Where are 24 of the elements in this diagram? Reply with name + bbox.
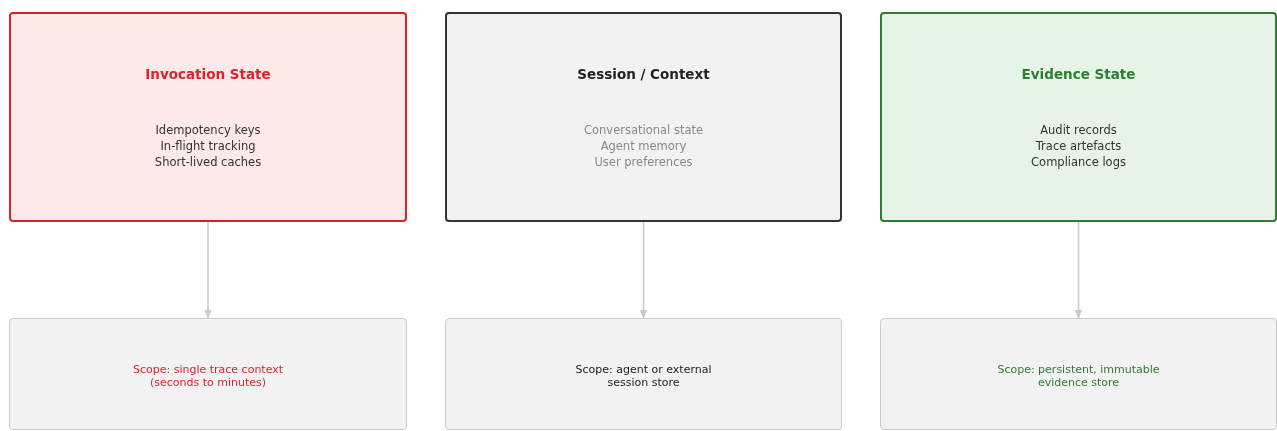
arrow [1074, 221, 1083, 319]
list-item: Short-lived caches [153, 154, 263, 170]
list-item: In-flight tracking [159, 138, 257, 154]
card-title: Invocation State [144, 66, 272, 82]
arrow [204, 221, 212, 319]
list-item: Conversational state [582, 122, 705, 138]
arrow [639, 221, 648, 319]
list-item: Compliance logs [1030, 154, 1127, 170]
list-item: Agent memory [599, 138, 688, 154]
card-title: Evidence State [1020, 66, 1137, 82]
state-card [9, 12, 407, 222]
state-card [880, 12, 1277, 222]
list-item: Audit records [1039, 122, 1118, 138]
scope-card [445, 318, 842, 430]
scope-text: Scope: agent or external session store [574, 363, 713, 389]
scope-text: Scope: persistent, immutable evidence store [996, 363, 1161, 389]
list-item: Trace artefacts [1034, 138, 1123, 154]
scope-text: Scope: single trace context (seconds to minutes) [131, 363, 285, 389]
scope-card [9, 318, 407, 430]
scope-card [880, 318, 1277, 430]
list-item: User preferences [593, 154, 694, 170]
card-title: Session / Context [576, 66, 711, 82]
list-item: Idempotency keys [154, 122, 262, 138]
state-card [445, 12, 842, 222]
